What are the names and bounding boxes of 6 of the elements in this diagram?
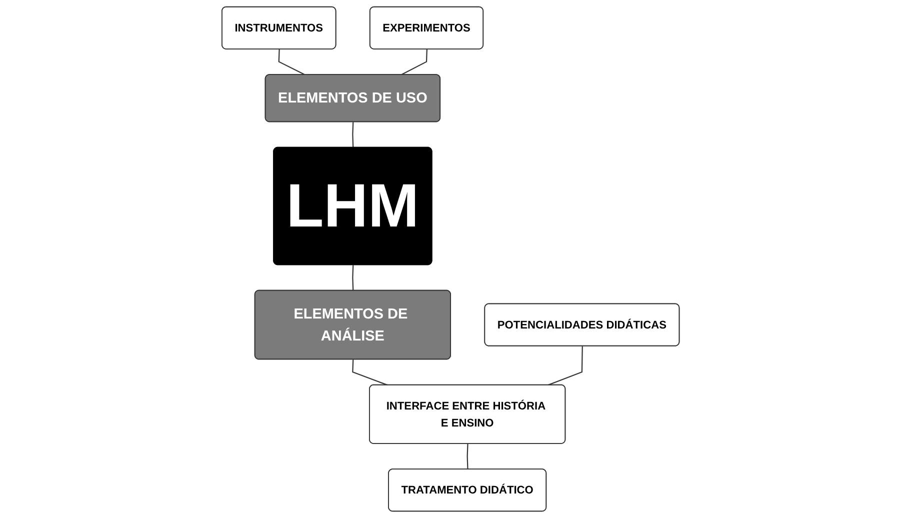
connector <box>352 360 388 386</box>
connector <box>278 49 306 76</box>
connector <box>352 265 354 291</box>
connector <box>352 122 354 148</box>
connector <box>400 49 428 76</box>
connector <box>466 444 468 470</box>
